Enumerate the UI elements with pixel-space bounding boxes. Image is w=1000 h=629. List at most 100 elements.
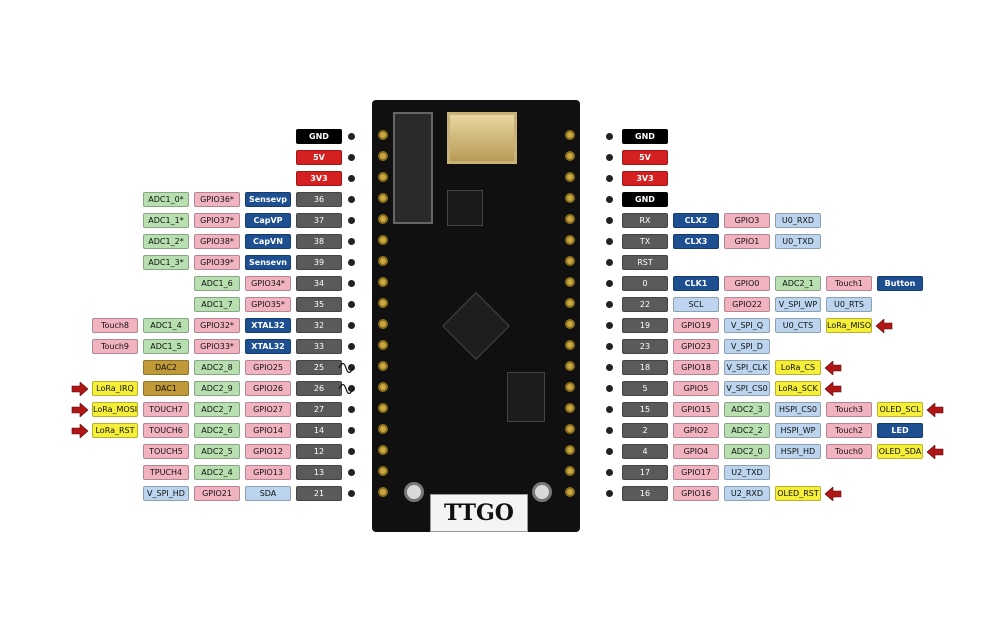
pin-label: ADC2_0 <box>724 444 770 459</box>
header-pin-left <box>378 424 388 434</box>
pin-label: HSPI_WP <box>775 423 821 438</box>
pin-label: GPIO3 <box>724 213 770 228</box>
arrow-left-icon <box>824 382 842 396</box>
pin-label: 16 <box>622 486 668 501</box>
header-pin-right <box>565 277 575 287</box>
pin-dot <box>348 301 355 308</box>
pin-label: Touch3 <box>826 402 872 417</box>
pin-label: RST <box>622 255 668 270</box>
pin-label: GPIO34* <box>245 276 291 291</box>
pin-dot <box>606 280 613 287</box>
header-pin-right <box>565 172 575 182</box>
pin-label: 5V <box>296 150 342 165</box>
header-pin-left <box>378 319 388 329</box>
pin-label: CLX2 <box>673 213 719 228</box>
pin-label: XTAL32 <box>245 339 291 354</box>
board-name: TTGO <box>430 494 528 532</box>
header-pin-left <box>378 466 388 476</box>
pin-label: 25 <box>296 360 342 375</box>
pin-label: V_SPI_HD <box>143 486 189 501</box>
pin-dot <box>348 133 355 140</box>
pin-label: Button <box>877 276 923 291</box>
header-pin-right <box>565 130 575 140</box>
pin-label: GND <box>622 129 668 144</box>
header-pin-left <box>378 382 388 392</box>
pin-label: GPIO16 <box>673 486 719 501</box>
pin-dot <box>348 259 355 266</box>
pin-label: V_SPI_CLK <box>724 360 770 375</box>
pin-label: ADC1_1* <box>143 213 189 228</box>
pin-label: Touch2 <box>826 423 872 438</box>
header-pin-left <box>378 361 388 371</box>
arrow-left-icon <box>926 445 944 459</box>
pin-dot <box>606 427 613 434</box>
header-pin-left <box>378 193 388 203</box>
pin-label: GPIO36* <box>194 192 240 207</box>
header-pin-right <box>565 445 575 455</box>
pin-label: OLED_SCL <box>877 402 923 417</box>
power-switch <box>393 112 433 224</box>
pin-label: ADC2_7 <box>194 402 240 417</box>
header-pin-right <box>565 319 575 329</box>
pin-dot <box>606 196 613 203</box>
pin-label: 2 <box>622 423 668 438</box>
pin-label: CLX3 <box>673 234 719 249</box>
pin-label: U0_RTS <box>826 297 872 312</box>
pin-dot <box>348 217 355 224</box>
pin-dot <box>348 427 355 434</box>
header-pin-left <box>378 151 388 161</box>
pin-label: TPUCH4 <box>143 465 189 480</box>
arrow-right-icon <box>71 403 89 417</box>
pin-dot <box>348 196 355 203</box>
pin-label: GPIO32* <box>194 318 240 333</box>
pin-dot <box>606 301 613 308</box>
header-pin-right <box>565 193 575 203</box>
header-pin-right <box>565 487 575 497</box>
pin-dot <box>606 448 613 455</box>
pin-label: 18 <box>622 360 668 375</box>
pin-label: LoRa_SCK <box>775 381 821 396</box>
pin-dot <box>606 364 613 371</box>
pin-label: OLED_RST <box>775 486 821 501</box>
pin-label: SCL <box>673 297 719 312</box>
pin-label: GPIO33* <box>194 339 240 354</box>
pin-dot <box>348 343 355 350</box>
pin-label: U0_TXD <box>775 234 821 249</box>
pin-dot <box>606 490 613 497</box>
pin-label: GPIO23 <box>673 339 719 354</box>
pin-dot <box>606 154 613 161</box>
pin-label: 5 <box>622 381 668 396</box>
pin-label: GPIO25 <box>245 360 291 375</box>
pin-label: RX <box>622 213 668 228</box>
header-pin-right <box>565 151 575 161</box>
header-pin-right <box>565 361 575 371</box>
pin-label: ADC1_0* <box>143 192 189 207</box>
pin-label: 38 <box>296 234 342 249</box>
pin-label: GPIO27 <box>245 402 291 417</box>
pin-label: ADC2_2 <box>724 423 770 438</box>
pin-label: 19 <box>622 318 668 333</box>
pin-label: GPIO2 <box>673 423 719 438</box>
pin-label: ADC2_5 <box>194 444 240 459</box>
pin-dot <box>348 490 355 497</box>
arrow-left-icon <box>875 319 893 333</box>
pin-label: 37 <box>296 213 342 228</box>
pin-label: GPIO39* <box>194 255 240 270</box>
header-pin-left <box>378 403 388 413</box>
mount-hole-left <box>404 482 424 502</box>
pin-label: GPIO26 <box>245 381 291 396</box>
pin-label: V_SPI_CS0 <box>724 381 770 396</box>
pin-label: DAC1 <box>143 381 189 396</box>
pin-label: V_SPI_Q <box>724 318 770 333</box>
pin-label: GPIO19 <box>673 318 719 333</box>
pin-label: ADC1_2* <box>143 234 189 249</box>
pin-dot <box>606 175 613 182</box>
pin-label: Touch0 <box>826 444 872 459</box>
pin-label: LoRa_MOSI <box>92 402 138 417</box>
pin-label: GPIO12 <box>245 444 291 459</box>
pin-label: ADC2_1 <box>775 276 821 291</box>
pin-dot <box>606 133 613 140</box>
pin-label: XTAL32 <box>245 318 291 333</box>
pin-label: CapVN <box>245 234 291 249</box>
